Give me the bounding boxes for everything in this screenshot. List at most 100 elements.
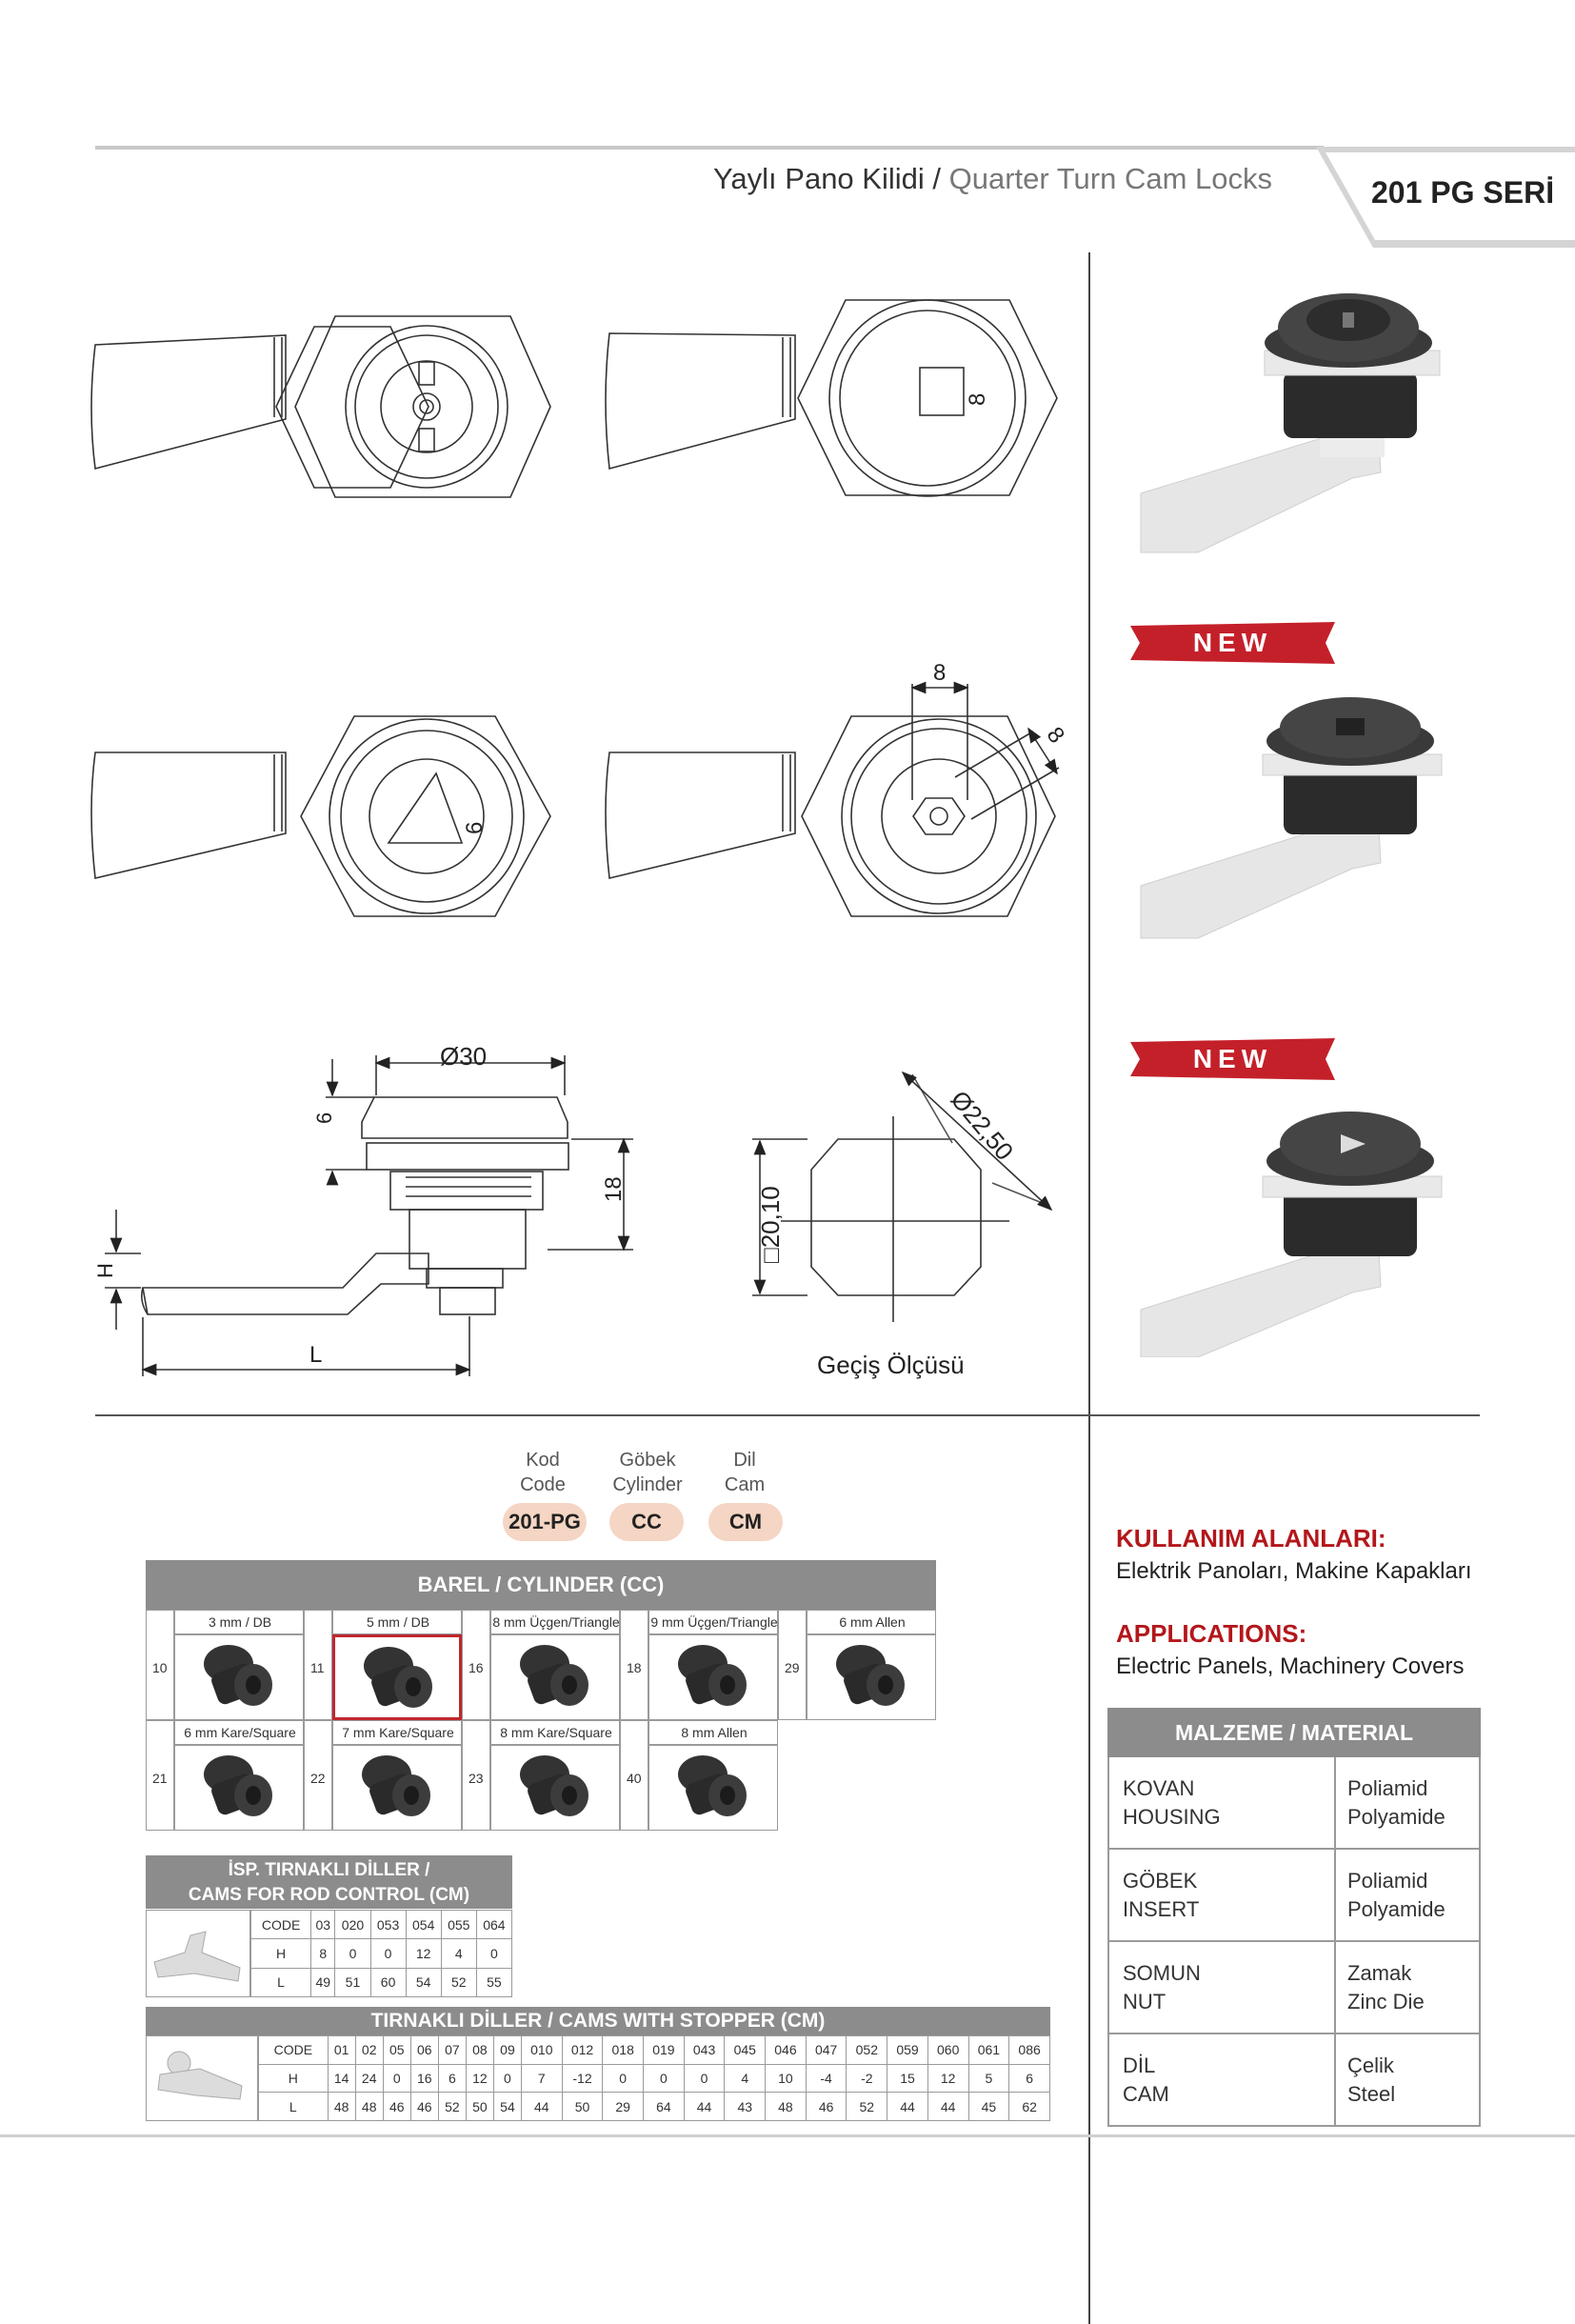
lock-front-view-square	[605, 299, 1058, 497]
table-cell: 7	[520, 2063, 563, 2094]
cylinder-value-pill: CC	[609, 1503, 684, 1541]
code-label-en: Code	[520, 1474, 566, 1495]
material-row: DİL CAM Çelik Steel	[1107, 2034, 1481, 2127]
cylinder-column: Göbek Cylinder	[602, 1448, 693, 1497]
table-cell: 29	[602, 2092, 645, 2121]
cylinder-option-label-box: 5 mm / DB	[332, 1610, 462, 1634]
table-cell: 0	[334, 1938, 371, 1969]
table-cell: 4	[440, 1938, 477, 1969]
table-cell: 10	[765, 2063, 807, 2094]
row-header-cell: H	[258, 2063, 329, 2094]
usage-text-tr: Elektrik Panoları, Makine Kapakları	[1116, 1558, 1472, 1584]
table-cell: 03	[310, 1909, 336, 1940]
cutout-caption: Geçiş Ölçüsü	[817, 1351, 965, 1379]
cylinder-label-tr: Göbek	[619, 1450, 676, 1471]
cylinder-option-number-cell: 18	[620, 1610, 648, 1720]
table-cell: 07	[437, 2035, 467, 2065]
material-table: MALZEME / MATERIAL KOVAN HOUSING Poliami…	[1107, 1708, 1481, 2127]
table-cell: 46	[382, 2092, 411, 2121]
cylinder-option-image-selected	[332, 1634, 462, 1720]
cylinder-option-number-cell: 40	[620, 1720, 648, 1831]
title-english: Quarter Turn Cam Locks	[940, 162, 1272, 195]
material-value-tr: Poliamid	[1347, 1869, 1428, 1893]
row-header-cell: L	[249, 1967, 312, 1998]
material-part-en: CAM	[1123, 2082, 1169, 2106]
table-cell: 05	[382, 2035, 411, 2065]
cam-label-en: Cam	[724, 1474, 766, 1495]
table-cell: 43	[724, 2092, 767, 2121]
table-cell: 14	[327, 2063, 356, 2094]
table-cell: 0	[643, 2063, 685, 2094]
stopper-cam-icon	[157, 2051, 243, 2100]
table-cell: 52	[437, 2092, 467, 2121]
cylinder-option-label: 8 mm Üçgen/Triangle	[492, 1614, 620, 1630]
cylinder-option-image	[490, 1745, 620, 1831]
usage-title-en: APPLICATIONS:	[1116, 1619, 1307, 1648]
cam-column: Dil Cam	[707, 1448, 783, 1497]
table-cell: 48	[354, 2092, 384, 2121]
cylinder-option-label-box: 7 mm Kare/Square	[332, 1720, 462, 1745]
hex-width-dim: 8	[933, 660, 946, 686]
table-cell: 52	[440, 1967, 477, 1998]
new-badge-1-text: NEW	[1192, 628, 1273, 657]
triangle-size-label: 6	[462, 822, 488, 834]
cylinder-option-number-cell: 21	[146, 1720, 174, 1831]
table-cell: 62	[1008, 2092, 1050, 2121]
table-cell: 01	[327, 2035, 356, 2065]
cylinder-option-number: 23	[469, 1771, 484, 1786]
table-cell: 51	[334, 1967, 371, 1998]
table-cell: 50	[561, 2092, 604, 2121]
cylinder-option-number-cell: 29	[778, 1610, 807, 1720]
lock-front-view-hex	[605, 681, 1060, 917]
material-row: SOMUN NUT Zamak Zinc Die	[1107, 1942, 1481, 2034]
cylinder-option-number: 40	[627, 1771, 642, 1786]
cylinder-insert-icon	[520, 1755, 588, 1816]
technical-drawings: 8 6 8 8 Ø30 6 18 H L □20,10 Ø22,50 Geçiş…	[90, 299, 1069, 1379]
table-cell: 54	[405, 1967, 442, 1998]
cylinder-insert-icon	[362, 1755, 430, 1816]
table-cell: 019	[643, 2035, 685, 2065]
rod-cam-image-cell	[146, 1910, 250, 1997]
page-title: Yaylı Pano Kilidi / Quarter Turn Cam Loc…	[713, 162, 1272, 196]
product-photo-triangle	[1140, 1112, 1443, 1357]
table-cell: 8	[310, 1938, 336, 1969]
table-cell: 043	[683, 2035, 726, 2065]
product-photo-db	[1140, 293, 1441, 553]
panel-cutout-profile	[752, 1071, 1053, 1322]
cylinder-option-number: 10	[152, 1660, 168, 1675]
material-value-cell: Zamak Zinc Die	[1336, 1942, 1479, 2033]
new-badge-2: NEW	[1130, 1038, 1335, 1080]
cylinder-option-label: 3 mm / DB	[208, 1614, 272, 1630]
table-cell: 12	[465, 2063, 494, 2094]
cylinder-option-number-cell: 10	[146, 1610, 174, 1720]
table-cell: 086	[1008, 2035, 1050, 2065]
table-cell: 44	[520, 2092, 563, 2121]
cylinder-option-number: 18	[627, 1660, 642, 1675]
material-part-en: INSERT	[1123, 1897, 1200, 1921]
material-value-en: Polyamide	[1347, 1805, 1445, 1829]
cylinder-option-label-box: 6 mm Kare/Square	[174, 1720, 304, 1745]
table-cell: 46	[805, 2092, 847, 2121]
cylinder-option-label-box: 9 mm Üçgen/Triangle	[648, 1610, 778, 1634]
cylinder-option-image	[174, 1745, 304, 1831]
table-cell: 16	[409, 2063, 439, 2094]
lock-side-view	[105, 1055, 633, 1376]
cylinder-option-image	[648, 1634, 778, 1720]
material-part-tr: KOVAN	[1123, 1776, 1195, 1800]
table-cell: 0	[382, 2063, 411, 2094]
table-cell: 018	[602, 2035, 645, 2065]
table-cell: 44	[887, 2092, 928, 2121]
square-2010-dim: □20,10	[756, 1186, 785, 1263]
table-cell: 0	[475, 1938, 513, 1969]
table-cell: 054	[405, 1909, 442, 1940]
table-cell: 49	[310, 1967, 336, 1998]
material-value-tr: Çelik	[1347, 2054, 1394, 2077]
material-row: GÖBEK INSERT Poliamid Polyamide	[1107, 1850, 1481, 1942]
table-cell: 08	[465, 2035, 494, 2065]
cylinder-option-image	[174, 1634, 304, 1720]
table-cell: 64	[643, 2092, 685, 2121]
